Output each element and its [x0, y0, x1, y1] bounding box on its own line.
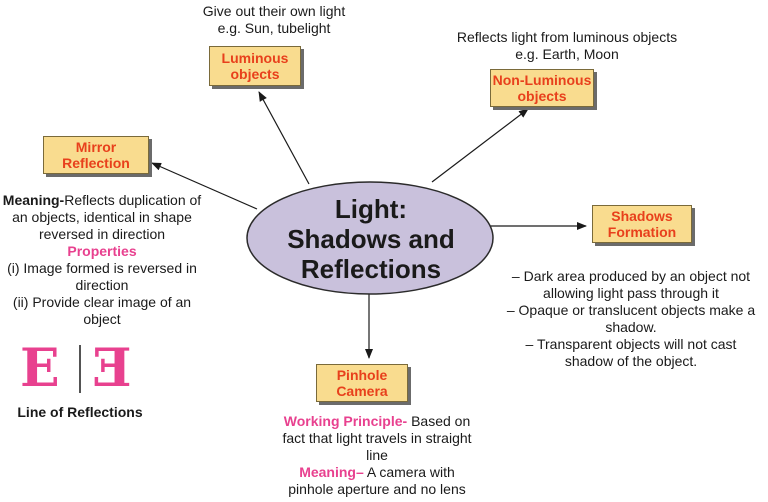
mirror-label-line-1: Mirror	[75, 139, 117, 155]
non-luminous-label-line-1: Non-Luminous	[492, 72, 592, 88]
pinhole-label-line-2: Camera	[336, 383, 388, 399]
pinhole-meaning-term: Meaning–	[299, 464, 364, 480]
center-ellipse	[246, 181, 494, 295]
pinhole-meaning: Meaning– A camera with pinhole aperture …	[282, 464, 472, 498]
pinhole-principle-term: Working Principle-	[283, 413, 408, 429]
mirror-meaning: Meaning-Reflects duplication of an objec…	[0, 192, 204, 243]
pinhole-camera-box: Pinhole Camera	[316, 364, 408, 402]
center-title-line-3: Reflections	[300, 254, 442, 284]
pinhole-description: Working Principle- Based on fact that li…	[282, 413, 472, 498]
pinhole-principle: Working Principle- Based on fact that li…	[282, 413, 472, 464]
mirror-label-line-2: Reflection	[62, 155, 130, 171]
non-luminous-label-line-2: objects	[517, 88, 567, 104]
shadows-point-2: – Opaque or translucent objects make a s…	[506, 302, 756, 335]
non-luminous-caption-line-1: Reflects light from luminous objects	[456, 29, 678, 45]
center-title-line-1: Light:	[334, 194, 408, 224]
luminous-label-line-1: Luminous	[221, 50, 289, 66]
pinhole-principle-text: Based on fact that light travels in stra…	[282, 413, 472, 463]
shadows-formation-box: Shadows Formation	[592, 205, 692, 243]
mirror-meaning-term: Meaning-	[2, 192, 65, 208]
shadows-point-1: – Dark area produced by an object not al…	[511, 268, 751, 301]
shadows-point-3: – Transparent objects will not cast shad…	[525, 336, 737, 369]
luminous-label-line-2: objects	[230, 66, 280, 82]
mirror-description: Meaning-Reflects duplication of an objec…	[0, 192, 204, 328]
non-luminous-box: Non-Luminous objects	[490, 69, 594, 107]
arrow-to-mirror	[151, 162, 258, 210]
letter-e: E	[20, 338, 60, 399]
luminous-caption-line-1: Give out their own light	[202, 3, 346, 19]
center-title-line-2: Shadows and	[287, 224, 455, 254]
line-of-reflections-caption: Line of Reflections	[17, 404, 143, 420]
luminous-caption: Give out their own light e.g. Sun, tubel…	[180, 3, 368, 37]
pinhole-meaning-text: A camera with pinhole aperture and no le…	[288, 464, 466, 497]
center-title: Light: Shadows and Reflections	[248, 183, 494, 295]
mirror-property-2: (ii) Provide clear image of an object	[12, 294, 192, 327]
mirror-properties-heading: Properties	[67, 243, 137, 259]
luminous-caption-line-2: e.g. Sun, tubelight	[217, 20, 331, 36]
mirror-reflection-box: Mirror Reflection	[43, 136, 149, 174]
pinhole-label-line-1: Pinhole	[336, 367, 388, 383]
mirrored-letter-e: E	[92, 338, 132, 399]
mirror-property-1: (i) Image formed is reversed in directio…	[7, 260, 197, 293]
mirror-meaning-text: Reflects duplication of an objects, iden…	[12, 192, 202, 242]
non-luminous-caption-line-2: e.g. Earth, Moon	[515, 46, 619, 62]
shadows-description: – Dark area produced by an object not al…	[500, 268, 762, 370]
shadows-label-line-2: Formation	[607, 224, 677, 240]
non-luminous-caption: Reflects light from luminous objects e.g…	[428, 29, 706, 63]
arrow-to-luminous	[258, 91, 310, 185]
shadows-label-line-1: Shadows	[611, 208, 673, 224]
arrow-to-non-luminous	[431, 108, 529, 183]
luminous-box: Luminous objects	[209, 46, 301, 86]
